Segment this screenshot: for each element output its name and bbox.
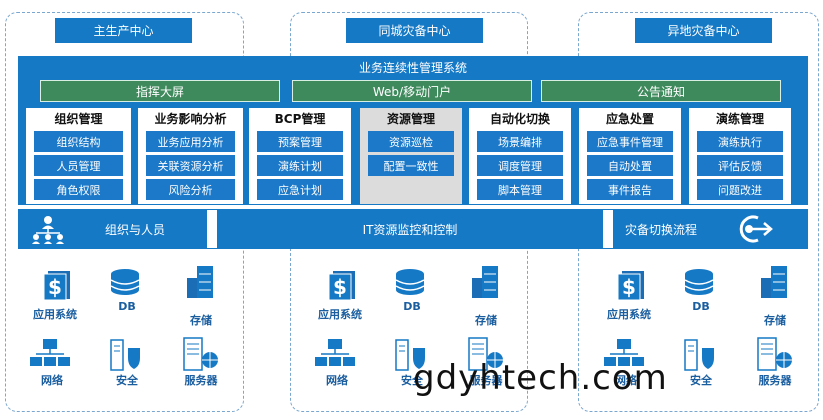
dollar-document-icon: $: [40, 268, 74, 306]
resource-label: 存储: [190, 314, 212, 327]
bottom-bar-separator-left: [207, 210, 217, 248]
resource-label: DB: [692, 300, 710, 313]
module-item[interactable]: 自动处置: [587, 155, 673, 176]
module-bia: 业务影响分析 业务应用分析 关联资源分析 风险分析: [138, 108, 243, 204]
resource-label: 安全: [401, 374, 423, 387]
resource-label: 应用系统: [318, 308, 362, 321]
module-item[interactable]: 评估反馈: [697, 155, 783, 176]
storage-icon: [468, 264, 502, 304]
resource-group-same-city: $ 应用系统 DB 存储网络 安全 服务器: [305, 262, 525, 392]
people-network-icon: [28, 211, 68, 247]
module-title: 业务影响分析: [154, 112, 227, 126]
module-item[interactable]: 应急计划: [257, 179, 343, 200]
resource-label: 存储: [475, 314, 497, 327]
shield-icon: [108, 336, 142, 376]
module-item[interactable]: 配置一致性: [368, 155, 454, 176]
resource-label: 安全: [116, 374, 138, 387]
resource-label: 服务器: [469, 374, 503, 387]
module-item[interactable]: 场景编排: [477, 131, 563, 152]
module-item[interactable]: 关联资源分析: [146, 155, 235, 176]
network-icon: [30, 338, 70, 374]
database-icon: [108, 268, 142, 302]
dollar-document-icon: $: [614, 268, 648, 306]
module-resource: 资源管理 资源巡检 配置一致性: [360, 108, 462, 204]
portal-announcement[interactable]: 公告通知: [541, 80, 781, 102]
svg-text:$: $: [622, 275, 636, 299]
resource-group-remote: $ 应用系统 DB 存储网络 安全 服务器: [594, 262, 814, 392]
resource-label: 应用系统: [607, 308, 651, 321]
bottom-bar-separator-right: [603, 210, 613, 248]
module-title: 资源管理: [386, 112, 435, 126]
network-icon: [604, 338, 644, 374]
module-item[interactable]: 预案管理: [257, 131, 343, 152]
resource-label: 存储: [764, 314, 786, 327]
module-item[interactable]: 调度管理: [477, 155, 563, 176]
module-emergency: 应急处置 应急事件管理 自动处置 事件报告: [579, 108, 681, 204]
module-item[interactable]: 演练计划: [257, 155, 343, 176]
module-item[interactable]: 脚本管理: [477, 179, 563, 200]
module-item[interactable]: 组织结构: [34, 131, 123, 152]
resource-label: 网络: [615, 374, 637, 387]
resource-label: 安全: [690, 374, 712, 387]
module-item[interactable]: 事件报告: [587, 179, 673, 200]
module-drill: 演练管理 演练执行 评估反馈 问题改进: [689, 108, 791, 204]
shield-icon: [682, 336, 716, 376]
shield-icon: [393, 336, 427, 376]
portal-command-screen[interactable]: 指挥大屏: [40, 80, 280, 102]
resource-label: 网络: [41, 374, 63, 387]
svg-text:$: $: [48, 275, 62, 299]
dollar-document-icon: $: [325, 268, 359, 306]
module-auto-switch: 自动化切换 场景编排 调度管理 脚本管理: [469, 108, 571, 204]
region-remote-header: 异地灾备中心: [635, 18, 772, 43]
storage-icon: [757, 264, 791, 304]
bottom-bar-top-gap: [18, 205, 808, 209]
region-main-header: 主生产中心: [55, 18, 192, 43]
resource-label: DB: [403, 300, 421, 313]
network-icon: [315, 338, 355, 374]
module-title: 演练管理: [715, 112, 764, 126]
server-icon: [465, 336, 505, 376]
module-item[interactable]: 业务应用分析: [146, 131, 235, 152]
module-org: 组织管理 组织结构 人员管理 角色权限: [26, 108, 131, 204]
system-title: 业务连续性管理系统: [358, 61, 467, 75]
resource-label: DB: [118, 300, 136, 313]
svg-text:$: $: [333, 275, 347, 299]
module-item[interactable]: 人员管理: [34, 155, 123, 176]
portal-web-mobile[interactable]: Web/移动门户: [292, 80, 532, 102]
target-arrow-icon: [734, 212, 774, 246]
module-bcp: BCP管理 预案管理 演练计划 应急计划: [249, 108, 351, 204]
server-icon: [180, 336, 220, 376]
module-item[interactable]: 角色权限: [34, 179, 123, 200]
bottom-bar-it-monitoring[interactable]: IT资源监控和控制: [362, 223, 458, 237]
module-item[interactable]: 资源巡检: [368, 131, 454, 152]
database-icon: [682, 268, 716, 302]
resource-label: 服务器: [184, 374, 218, 387]
resource-label: 网络: [326, 374, 348, 387]
module-item[interactable]: 演练执行: [697, 131, 783, 152]
resource-label: 服务器: [758, 374, 792, 387]
resource-group-main: $ 应用系统 DB 存储网络 安全 服务器: [20, 262, 240, 392]
bottom-bar-org-people[interactable]: 组织与人员: [105, 223, 166, 237]
database-icon: [393, 268, 427, 302]
region-same-city-header: 同城灾备中心: [346, 18, 483, 43]
storage-icon: [183, 264, 217, 304]
module-title: 组织管理: [54, 112, 103, 126]
server-icon: [754, 336, 794, 376]
module-item[interactable]: 风险分析: [146, 179, 235, 200]
module-item[interactable]: 问题改进: [697, 179, 783, 200]
module-title: 应急处置: [605, 112, 654, 126]
module-title: 自动化切换: [489, 112, 550, 126]
module-item[interactable]: 应急事件管理: [587, 131, 673, 152]
watermark: gdyhtech.com: [413, 358, 668, 398]
module-title: BCP管理: [274, 112, 326, 126]
bottom-bar-dr-switch[interactable]: 灾备切换流程: [625, 223, 698, 237]
resource-label: 应用系统: [33, 308, 77, 321]
